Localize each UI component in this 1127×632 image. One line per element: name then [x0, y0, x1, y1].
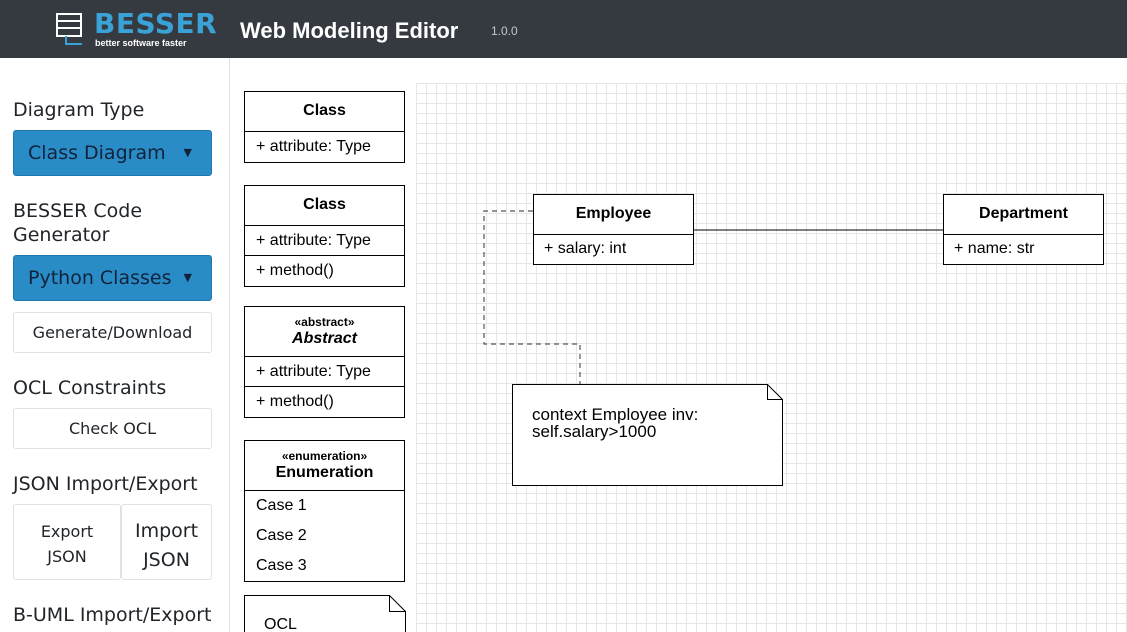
palette-ocl-note[interactable]: OCL	[244, 595, 406, 632]
generate-download-button[interactable]: Generate/Download	[13, 312, 212, 353]
ocl-constraint-note[interactable]: context Employee inv: self.salary>1000	[512, 384, 784, 486]
ocl-note-line1: context Employee inv:	[532, 405, 699, 424]
palette-enumeration[interactable]: «enumeration» Enumeration Case 1 Case 2 …	[244, 440, 405, 582]
element-palette: Class + attribute: Type Class + attribut…	[231, 58, 416, 632]
import-json-line2: JSON	[143, 549, 190, 571]
import-json-button[interactable]: Import JSON	[121, 504, 212, 580]
palette-abstract-class[interactable]: «abstract» Abstract + attribute: Type + …	[244, 306, 405, 418]
caret-down-icon: ▼	[183, 146, 192, 159]
palette-ocl-label: OCL	[264, 616, 297, 632]
diagram-type-select[interactable]: Class Diagram ▼	[13, 130, 212, 176]
diagram-type-value: Class Diagram	[28, 142, 166, 164]
ocl-note-text: context Employee inv: self.salary>1000	[532, 406, 772, 440]
note-shape-icon	[512, 384, 783, 486]
codegen-label-line2: Generator	[13, 224, 110, 246]
abstract-name: Abstract	[292, 330, 357, 347]
palette-enumeration-header: «enumeration» Enumeration	[245, 441, 404, 491]
palette-class-attribute: + attribute: Type	[245, 226, 404, 256]
diagram-canvas[interactable]: Employee + salary: int Department + name…	[416, 83, 1127, 632]
palette-class-method: + method()	[256, 262, 334, 279]
palette-class-with-method[interactable]: Class + attribute: Type + method()	[244, 185, 405, 287]
palette-abstract-method: + method()	[256, 393, 334, 410]
palette-abstract-attribute: + attribute: Type	[245, 357, 404, 387]
department-class[interactable]: Department + name: str	[943, 194, 1104, 265]
palette-class-name: Class	[245, 186, 404, 226]
export-json-button[interactable]: Export JSON	[13, 504, 121, 580]
app-title: Web Modeling Editor	[240, 18, 459, 43]
palette-class-attribute: + attribute: Type	[256, 138, 371, 155]
top-navbar: BESSER better software faster Web Modeli…	[0, 0, 1127, 58]
note-shape-icon	[244, 595, 406, 632]
enum-case: Case 3	[256, 557, 307, 574]
code-generator-select[interactable]: Python Classes ▼	[13, 255, 212, 301]
code-generator-value: Python Classes	[28, 267, 172, 289]
enum-case: Case 1	[256, 497, 307, 514]
ocl-note-line2: self.salary>1000	[532, 422, 657, 441]
employee-class[interactable]: Employee + salary: int	[533, 194, 694, 265]
json-import-export-label: JSON Import/Export	[13, 473, 198, 495]
enum-case: Case 2	[256, 527, 307, 544]
codegen-label: BESSER Code Generator	[13, 199, 142, 247]
logo-text: BESSER	[94, 7, 218, 40]
enumeration-name: Enumeration	[275, 464, 374, 481]
diagram-type-label: Diagram Type	[13, 99, 145, 121]
caret-down-icon: ▼	[183, 271, 192, 284]
abstract-stereotype: «abstract»	[294, 315, 355, 329]
connector-layer	[483, 210, 943, 384]
codegen-label-line1: BESSER Code	[13, 200, 143, 222]
enumeration-stereotype: «enumeration»	[281, 449, 368, 463]
ocl-constraints-label: OCL Constraints	[13, 377, 167, 399]
besser-logo-icon	[56, 13, 82, 45]
palette-class-name: Class	[245, 92, 404, 132]
buml-import-export-label: B-UML Import/Export	[13, 604, 212, 626]
sidebar: Diagram Type Class Diagram ▼ BESSER Code…	[0, 58, 230, 632]
import-json-line1: Import	[134, 520, 199, 542]
palette-abstract-header: «abstract» Abstract	[245, 307, 404, 357]
employee-attribute[interactable]: + salary: int	[544, 240, 627, 257]
version-label: 1.0.0	[491, 24, 518, 38]
palette-class-simple[interactable]: Class + attribute: Type	[244, 91, 405, 163]
employee-class-name: Employee	[534, 195, 693, 235]
logo-tagline: better software faster	[95, 38, 187, 48]
export-json-line2: JSON	[47, 547, 87, 566]
department-attribute[interactable]: + name: str	[954, 240, 1035, 257]
check-ocl-button[interactable]: Check OCL	[13, 408, 212, 449]
export-json-line1: Export	[40, 522, 94, 541]
department-class-name: Department	[944, 195, 1103, 235]
